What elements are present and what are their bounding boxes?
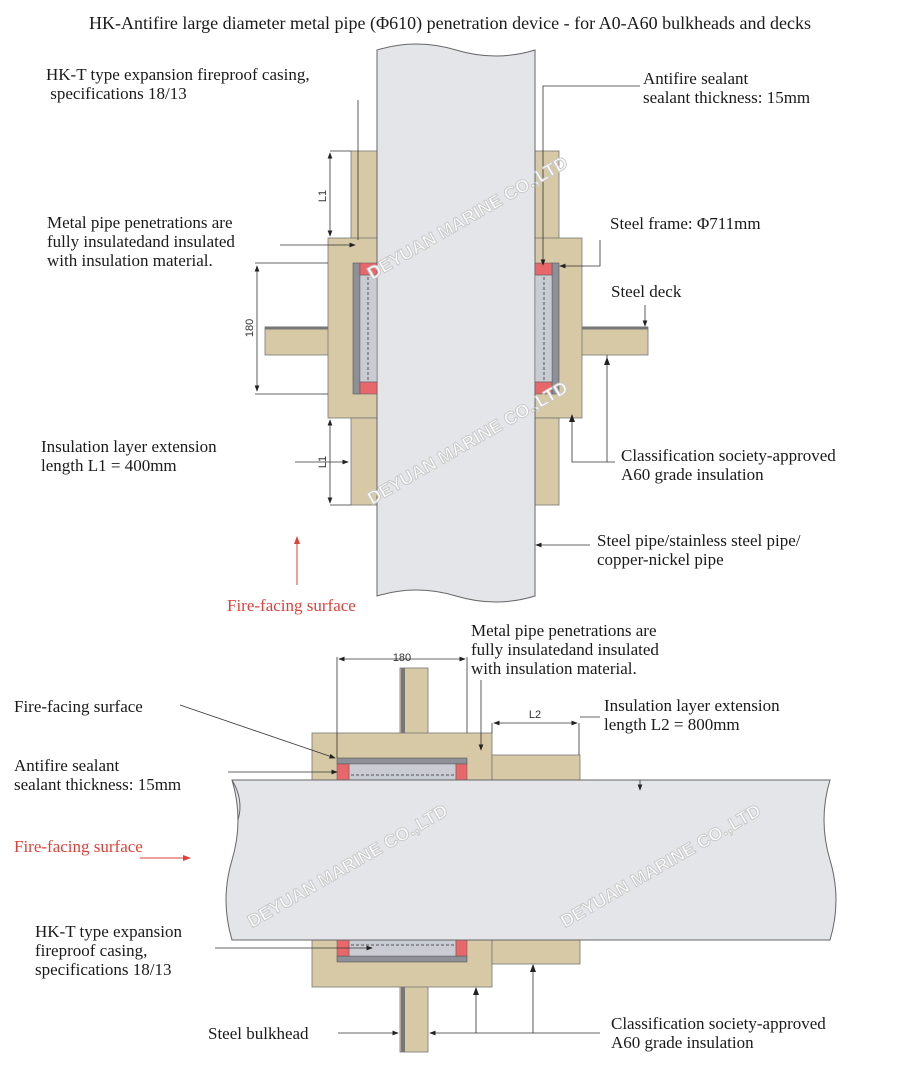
label-casing: HK-T type expansion fireproof casing, sp… xyxy=(46,65,310,103)
dim-l2-label: L2 xyxy=(529,709,541,721)
dim-180-vertical-label: 180 xyxy=(244,319,256,337)
insulation-extension-bottom xyxy=(491,939,581,965)
label-fire-facing-surface: Fire-facing surface xyxy=(14,697,143,716)
steel-frame-left xyxy=(352,262,361,395)
steel-frame-right xyxy=(551,262,560,395)
steel-frame-bottom xyxy=(336,955,468,963)
sealant-bottom-right xyxy=(455,939,468,957)
leader-fire-facing xyxy=(179,704,336,759)
deck-view: L1 L1 180 HK-T type expansion fireproof … xyxy=(41,43,836,615)
sealant-top-right xyxy=(534,262,553,276)
sealant-top-left xyxy=(359,262,378,276)
insulation-upper-left xyxy=(350,150,378,240)
label-fire-facing: Fire-facing surface xyxy=(227,596,356,615)
label-steel-frame: Steel frame: Φ711mm xyxy=(610,214,761,233)
horizontal-pipe xyxy=(225,779,837,941)
dim-l1-upper-label: L1 xyxy=(317,190,329,202)
leader-a60 xyxy=(571,355,615,463)
leader-sealant xyxy=(540,85,640,266)
leader-steel-frame xyxy=(559,240,601,269)
insulation-extension-top xyxy=(491,754,581,781)
label-pipe: Steel pipe/stainless steel pipe/copper-n… xyxy=(597,531,801,569)
label-steel-deck: Steel deck xyxy=(611,282,682,301)
leader-a60-branches xyxy=(475,965,534,1033)
casing-top xyxy=(348,763,457,781)
sealant-top-left xyxy=(336,763,350,781)
sealant-bottom-right xyxy=(534,381,553,395)
dim-180-horizontal-label: 180 xyxy=(393,652,411,664)
insulation-lower-right xyxy=(534,417,560,506)
sealant-top-right xyxy=(455,763,468,781)
insulation-upper-right xyxy=(534,150,560,240)
label-steel-bulkhead: Steel bulkhead xyxy=(208,1024,309,1043)
label-fire-facing: Fire-facing surface xyxy=(14,837,143,856)
steel-frame-top xyxy=(336,757,468,765)
sealant-bottom-left xyxy=(359,381,378,395)
vertical-pipe xyxy=(376,43,536,603)
steel-deck-insulation-right xyxy=(579,326,649,356)
diagram-title: HK-Antifire large diameter metal pipe (Φ… xyxy=(89,13,811,34)
